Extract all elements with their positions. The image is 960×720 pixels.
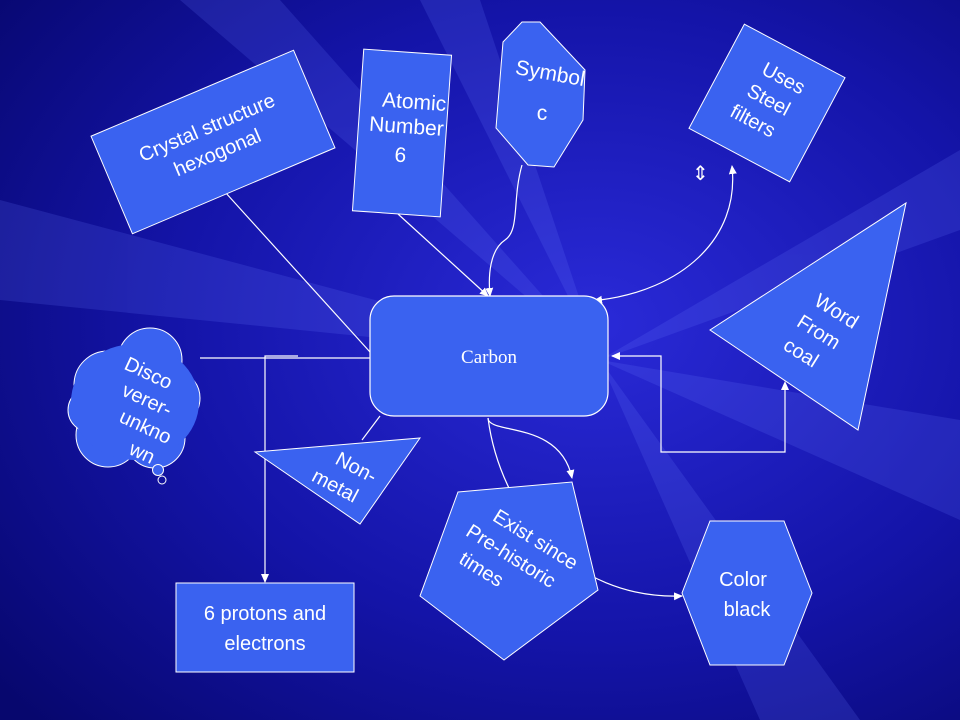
connector-atomic: [397, 213, 489, 297]
connector-nonmetal: [361, 415, 381, 441]
connector-crystal: [224, 191, 371, 353]
node-word-origin[interactable]: Word From coal: [709, 201, 907, 431]
node-color[interactable]: Color black: [681, 520, 813, 666]
center-node[interactable]: Carbon: [369, 295, 609, 417]
connector-exist: [487, 417, 575, 479]
connector-protons: [261, 355, 298, 583]
connectors: [200, 164, 789, 601]
node-uses[interactable]: Uses Steel filters: [688, 23, 846, 183]
node-color-line-2: black: [724, 599, 772, 621]
node-color-line-1: Color: [719, 569, 767, 591]
node-exist-since[interactable]: Exist since Pre-historic times: [419, 481, 599, 661]
node-symbol[interactable]: Symbol c: [495, 21, 587, 168]
node-atomic-number[interactable]: Atomic Number 6: [351, 48, 453, 218]
node-discoverer[interactable]: Disco verer- unkno wn: [67, 327, 201, 485]
node-protons[interactable]: 6 protons and electrons: [175, 582, 355, 673]
connector-word: [611, 352, 789, 453]
node-nonmetal[interactable]: Non- metal: [253, 437, 422, 525]
connector-symbol: [485, 164, 523, 297]
node-atomic-line-2: Number: [368, 113, 444, 141]
center-label: Carbon: [461, 347, 517, 368]
node-protons-line-1: 6 protons and: [204, 603, 326, 625]
connector-uses: [593, 165, 737, 304]
node-symbol-line-2: c: [537, 102, 548, 125]
node-atomic-line-1: Atomic: [381, 89, 447, 116]
node-protons-line-2: electrons: [224, 633, 305, 655]
double-arrow-icon: ⇕: [692, 163, 709, 185]
node-atomic-line-3: 6: [394, 144, 407, 168]
